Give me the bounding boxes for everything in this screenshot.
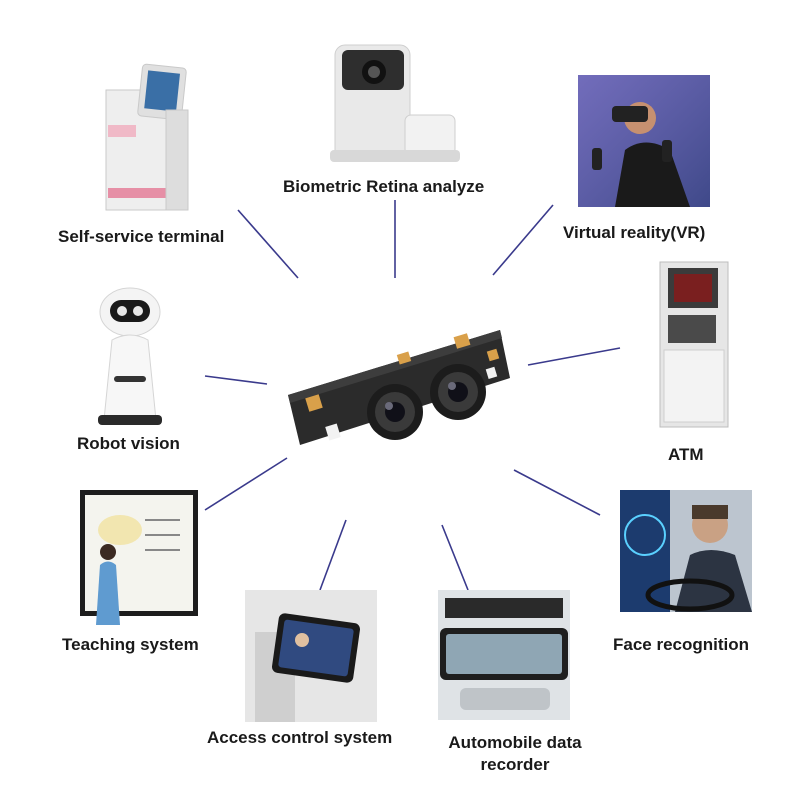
retina-analyzer-image: [330, 44, 460, 162]
access-control-image: [245, 590, 377, 722]
robot-image: [98, 287, 162, 425]
dashcam-image: [438, 590, 570, 720]
label-vr: Virtual reality(VR): [563, 223, 706, 242]
connector-access: [319, 519, 347, 591]
label-access-control: Access control system: [207, 728, 393, 747]
label-atm: ATM: [668, 445, 704, 464]
connector-lines: [204, 200, 621, 591]
connector-atm: [527, 347, 621, 366]
teaching-board-image: [80, 490, 198, 625]
connector-selfservice: [237, 209, 299, 279]
vr-user-image: [578, 75, 710, 207]
connector-face: [513, 469, 601, 516]
label-face-recognition: Face recognition: [613, 635, 750, 654]
connector-dashcam: [441, 524, 469, 591]
camera-module-image: [288, 330, 510, 445]
connector-teaching: [204, 457, 288, 511]
face-recognition-image: [620, 490, 752, 612]
label-dashcam: Automobile data recorder: [448, 733, 582, 774]
connector-robot: [204, 375, 268, 385]
label-biometric: Biometric Retina analyze: [283, 177, 485, 196]
connector-vr: [492, 204, 554, 276]
label-teaching: Teaching system: [62, 635, 199, 654]
label-self-service: Self-service terminal: [58, 227, 225, 246]
label-robot: Robot vision: [77, 434, 180, 453]
atm-image: [659, 261, 729, 428]
self-service-terminal-image: [105, 63, 189, 211]
